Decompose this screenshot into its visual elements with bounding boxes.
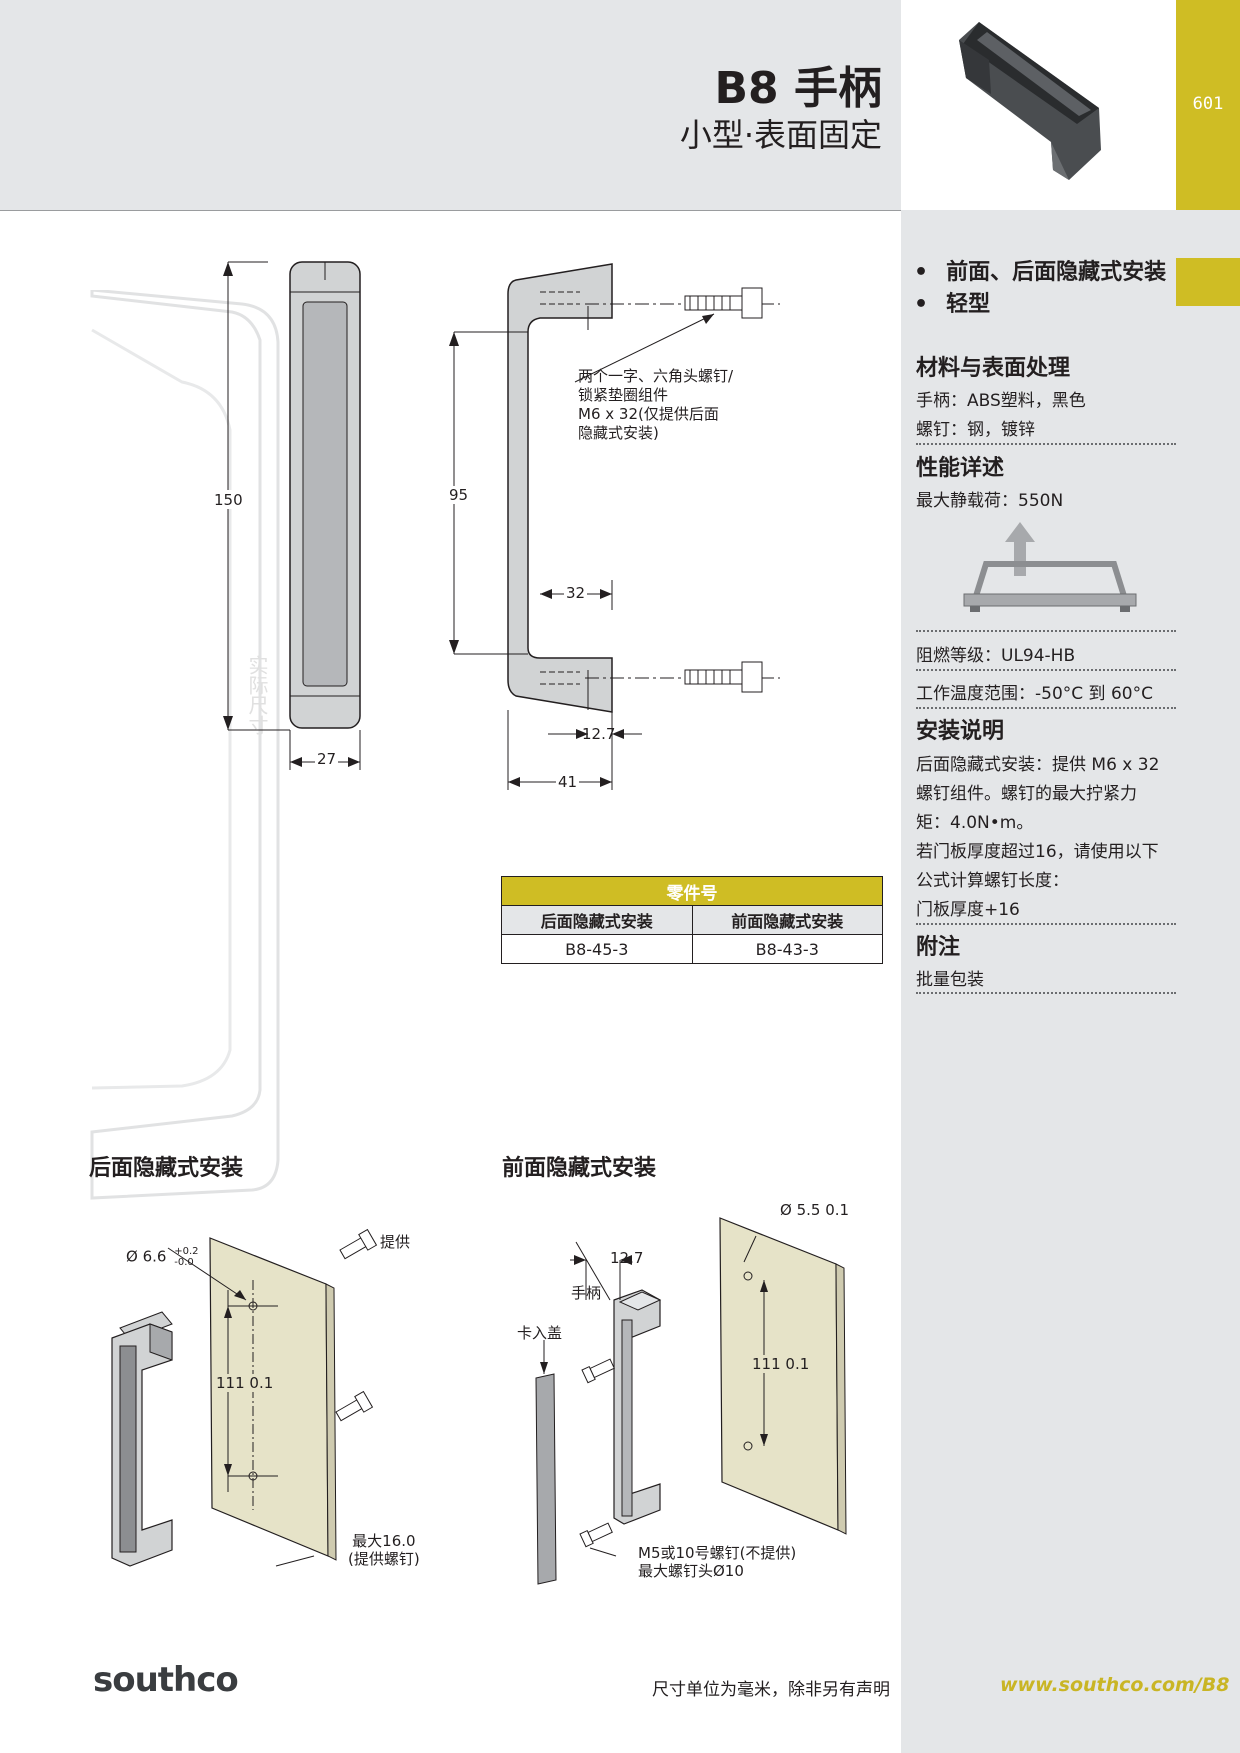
load-diagram: [963, 522, 1137, 612]
install-line: 矩：4.0N•m。: [916, 813, 1034, 833]
dim-label-12-7: 12.7: [582, 725, 616, 743]
divider: [916, 707, 1176, 709]
part-table-cell: B8-43-3: [691, 934, 883, 964]
front-dim-12-7: 12.7: [610, 1249, 644, 1267]
performance-heading: 性能详述: [916, 456, 1005, 481]
dim-label-32: 32: [564, 584, 588, 602]
divider: [916, 443, 1176, 445]
install-line: 公式计算螺钉长度：: [916, 871, 1069, 891]
rear-max-note: 最大16.0 (提供螺钉): [348, 1532, 420, 1568]
product-image-panel: [901, 0, 1176, 210]
front-spacing-label: 111 0.1: [752, 1355, 810, 1373]
feature-bullet: 前面、后面隐藏式安装: [914, 254, 1166, 286]
flammability: 阻燃等级：UL94-HB: [916, 646, 1076, 666]
material-line: 手柄：ABS塑料，黑色: [916, 391, 1086, 411]
install-line: 若门板厚度超过16，请使用以下: [916, 842, 1159, 862]
front-screw-note: M5或10号螺钉(不提供) 最大螺钉头Ø10: [638, 1544, 797, 1580]
rear-hole-dia: Ø 6.6 +0.2-0.0: [126, 1246, 199, 1268]
page-title: B8 手柄: [714, 63, 882, 114]
handle-front-view: [223, 261, 361, 770]
watermark-text: 实际尺寸: [245, 655, 269, 735]
divider: [916, 669, 1176, 671]
temp-range: 工作温度范围：-50°C 到 60°C: [916, 684, 1153, 704]
front-hole-dia: Ø 5.5 0.1: [780, 1201, 850, 1219]
install-heading: 安装说明: [916, 719, 1005, 744]
header-band: [0, 0, 901, 211]
feature-bullet: 轻型: [914, 286, 990, 318]
front-install-diagram: [535, 1217, 847, 1585]
part-table-header: 前面隐藏式安装: [691, 905, 883, 935]
page-subtitle: 小型·表面固定: [679, 116, 882, 154]
materials-heading: 材料与表面处理: [916, 356, 1071, 381]
rear-install-diagram: [111, 1228, 378, 1567]
front-handle-label: 手柄: [571, 1284, 602, 1302]
part-table-cell: B8-45-3: [501, 934, 693, 964]
part-table-title: 零件号: [501, 876, 883, 906]
front-install-title: 前面隐藏式安装: [502, 1156, 657, 1181]
notes-heading: 附注: [916, 935, 961, 960]
notes-text: 批量包装: [916, 970, 984, 990]
product-photo: [959, 22, 1101, 180]
actual-size-outline: [90, 290, 280, 1200]
handle-side-view: [449, 263, 780, 790]
part-table-header: 后面隐藏式安装: [501, 905, 693, 935]
rear-install-title: 后面隐藏式安装: [89, 1156, 244, 1181]
dim-label-95: 95: [449, 486, 469, 504]
accent-strip: [1176, 0, 1240, 210]
divider: [916, 992, 1176, 994]
dim-label-150: 150: [214, 490, 243, 509]
dim-label-27: 27: [315, 750, 339, 768]
page-number: 601: [1192, 94, 1224, 114]
dim-label-41: 41: [556, 773, 580, 791]
rear-spacing-label: 111 0.1: [216, 1374, 274, 1392]
southco-logo: southco: [93, 1660, 239, 1700]
accent-tab: [1176, 258, 1240, 306]
rear-supplied-label: 提供: [380, 1233, 411, 1251]
install-line: 后面隐藏式安装：提供 M6 x 32: [916, 755, 1160, 775]
footer-url-link[interactable]: www.southco.com/B8: [1000, 1674, 1230, 1696]
material-line: 螺钉：钢，镀锌: [916, 420, 1035, 440]
part-number-table: 零件号 后面隐藏式安装 前面隐藏式安装 B8-45-3 B8-43-3: [501, 876, 883, 964]
front-cap-label: 卡入盖: [517, 1324, 563, 1342]
max-load: 最大静载荷：550N: [916, 491, 1064, 511]
footer-note: 尺寸单位为毫米，除非另有声明: [652, 1680, 890, 1700]
install-line: 螺钉组件。螺钉的最大拧紧力: [916, 784, 1137, 804]
screw-note: 两个一字、六角头螺钉/ 锁紧垫圈组件 M6 x 32(仅提供后面 隐藏式安装): [578, 367, 734, 442]
divider: [916, 630, 1176, 632]
install-line: 门板厚度+16: [916, 900, 1020, 920]
divider: [916, 923, 1176, 925]
